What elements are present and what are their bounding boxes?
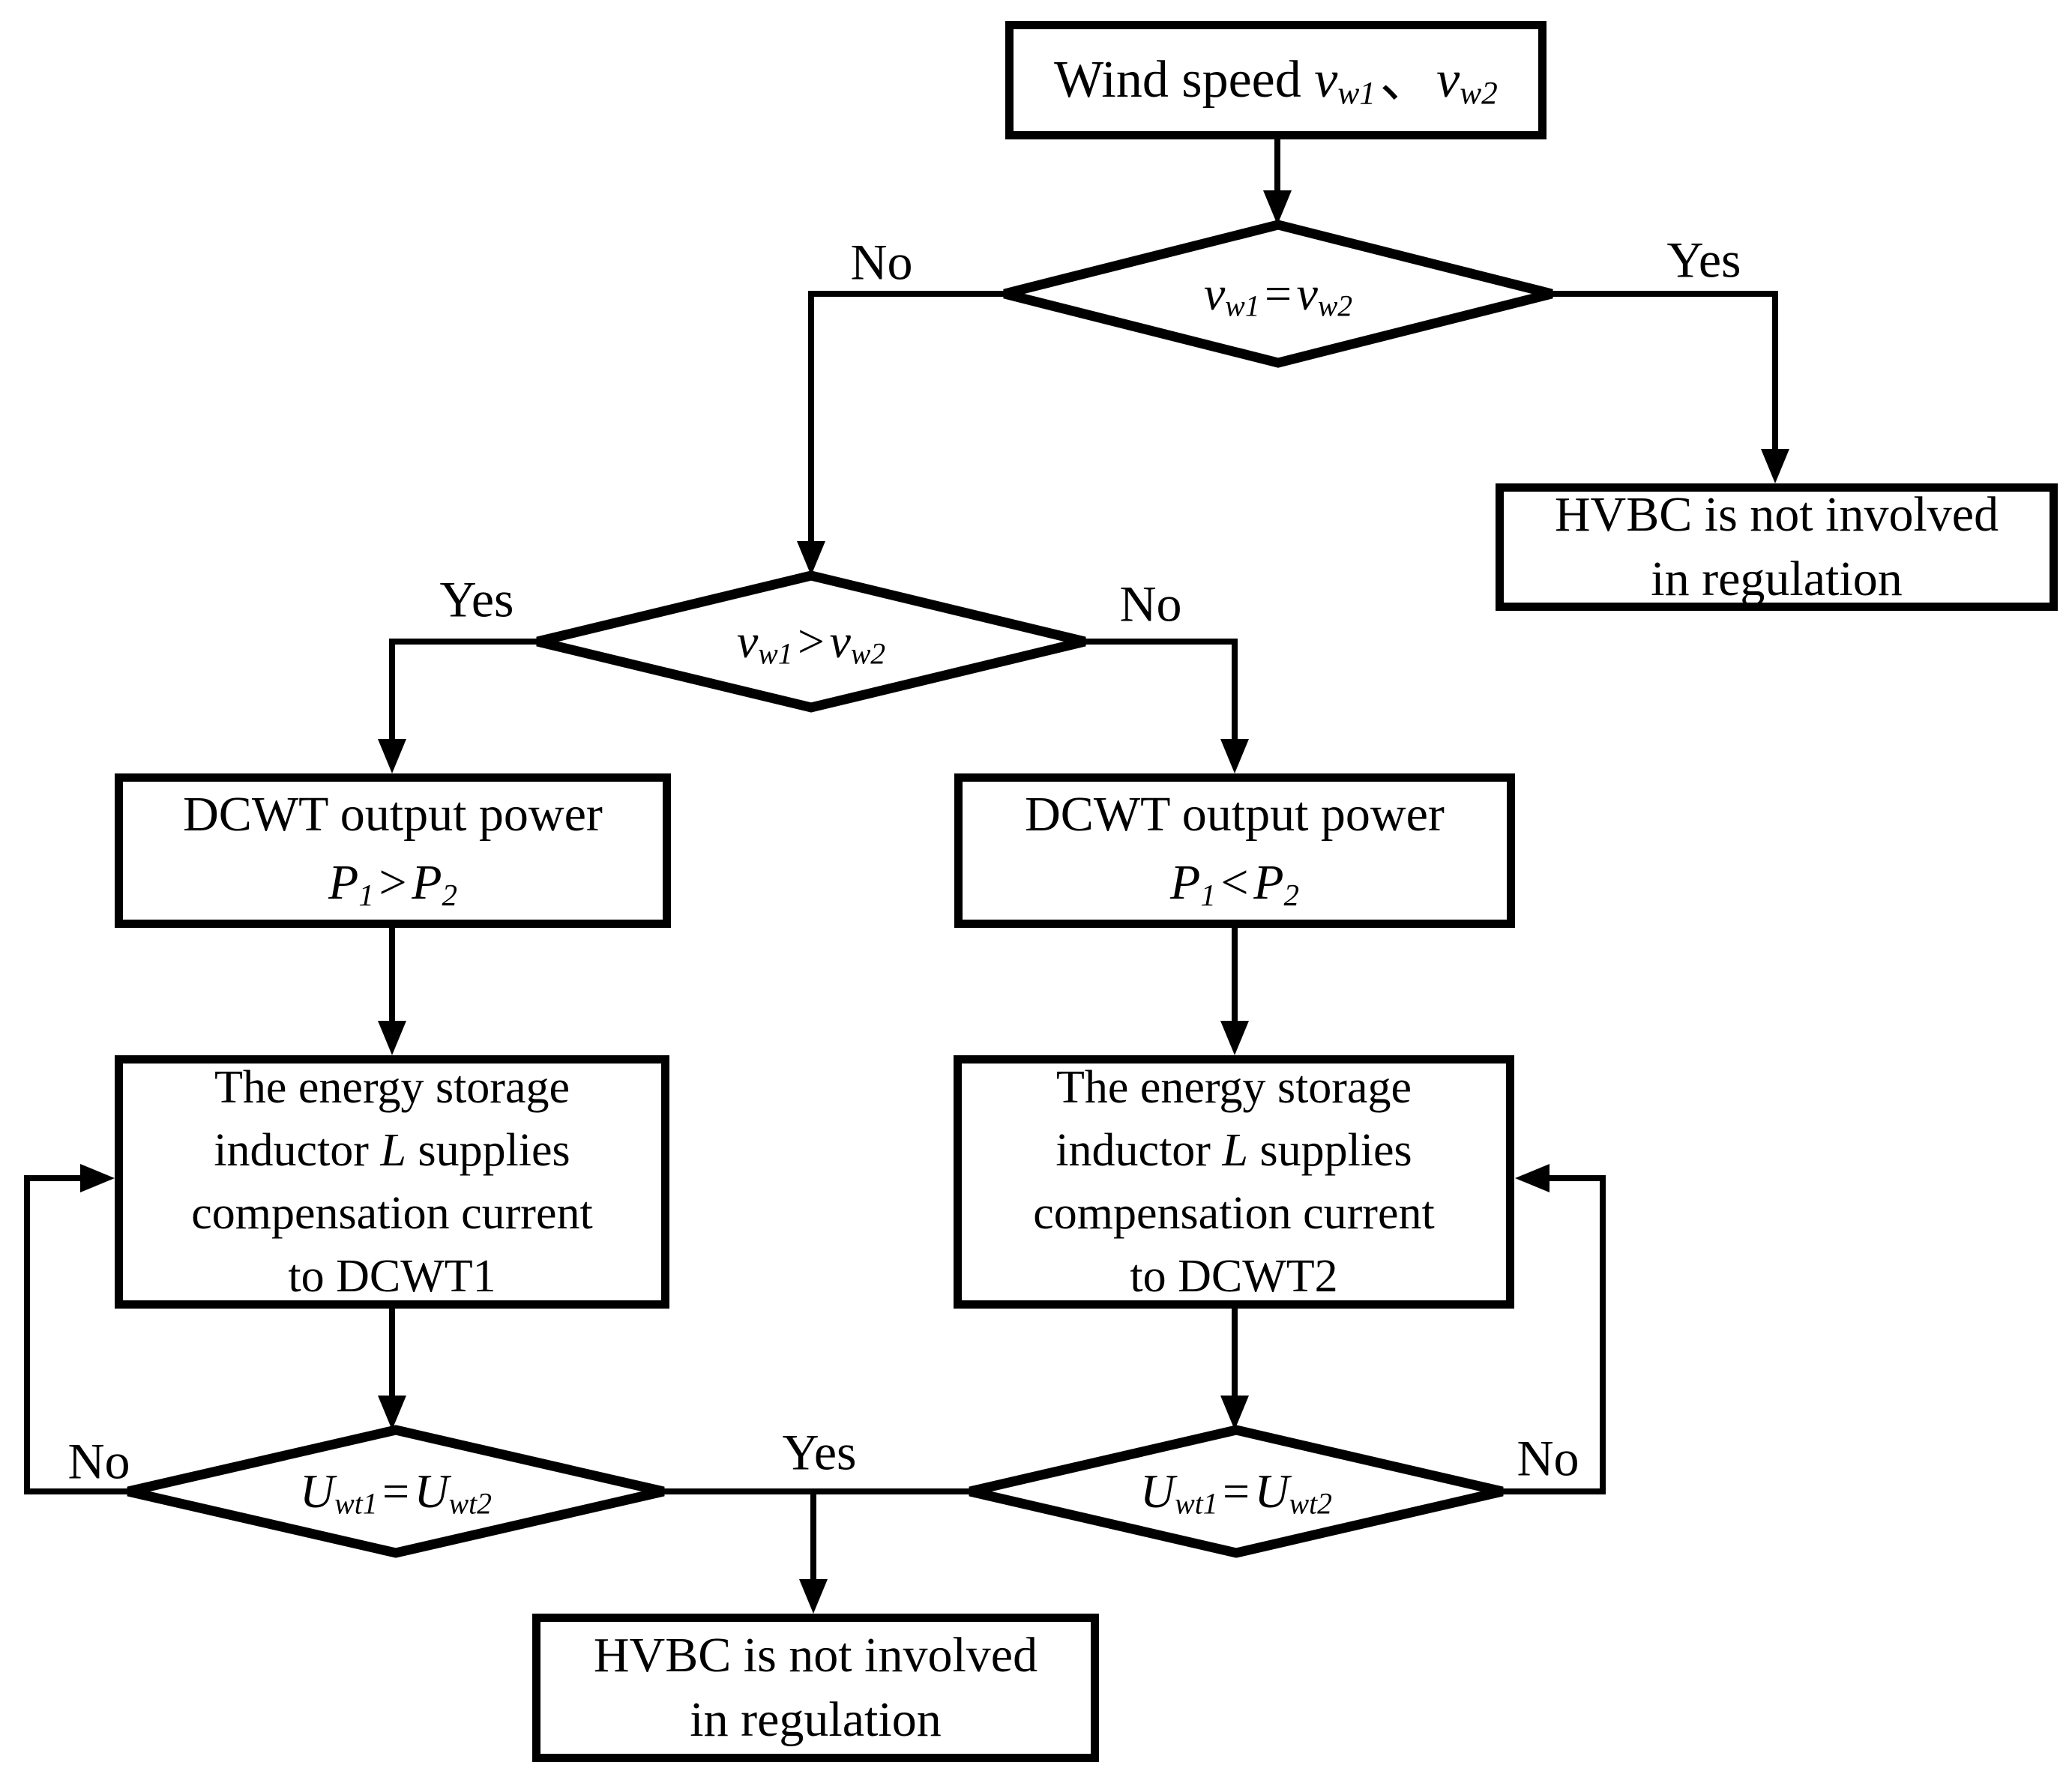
hvbc-bottom-line2: in regulation [690,1692,942,1747]
decision-u-left-label: Uwt1=Uwt2 [300,1464,492,1521]
arrowhead-down-icon [1263,190,1292,225]
branch-label-no-vw-equal: No [850,233,913,291]
decision-u-right-diamond [969,1425,1504,1558]
arrowhead-down-icon [378,1396,406,1430]
energy-left-line1: The energy storage [214,1062,570,1113]
decision-vw-equal-diamond [1003,220,1553,368]
arrowhead-left-icon [1515,1164,1550,1192]
arrowhead-down-icon [797,541,825,576]
power-left-line1: DCWT output power [183,787,603,842]
decision-vw-greater-label: vw1>vw2 [736,615,886,671]
energy-right-line4: to DCWT2 [1130,1251,1338,1302]
energy-right-line3: compensation current [1033,1188,1435,1239]
arrowhead-down-icon [1220,1021,1249,1055]
arrowhead-down-icon [378,1021,406,1055]
arrowhead-down-icon [1220,739,1249,773]
power-left-expression: P1>P2 [328,855,457,912]
start-box-text: Wind speed vw1、vw2 [1054,51,1498,112]
decision-u-right-label: Uwt1=Uwt2 [1140,1464,1332,1521]
branch-label-yes-vw-equal: Yes [1666,231,1741,289]
hvbc-bottom-line1: HVBC is not involved [593,1628,1038,1683]
start-box-wind-speed: Wind speed vw1、vw2 [1005,21,1547,139]
connector-vw-greater-yes [389,639,537,742]
energy-left-line3: compensation current [191,1188,593,1239]
connector-vw-equal-no [808,291,1005,544]
energy-right-box: The energy storage inductor L supplies c… [954,1055,1514,1309]
branch-label-yes-vw-greater: Yes [439,570,514,628]
power-left-box: DCWT output power P1>P2 [115,773,671,928]
arrowhead-down-icon [378,739,406,773]
arrowhead-down-icon [799,1579,828,1614]
energy-right-line1: The energy storage [1056,1062,1412,1113]
connector-vw-greater-no [1085,639,1238,742]
power-right-box: DCWT output power P1<P2 [954,773,1515,928]
decision-vw-equal-label: vw1=vw2 [1203,267,1353,323]
connector-u-right-no-loop [1502,1175,1606,1494]
energy-left-line2: inductor L supplies [214,1125,570,1176]
hvbc-bottom-box: HVBC is not involved in regulation [532,1614,1099,1762]
arrowhead-right-icon [80,1164,115,1192]
arrowhead-down-icon [1761,449,1789,483]
decision-u-left-diamond [127,1425,665,1558]
connector-u-left-no-loop [24,1175,128,1494]
power-right-line1: DCWT output power [1025,787,1445,842]
arrowhead-down-icon [1220,1396,1249,1430]
branch-label-no-vw-greater: No [1119,575,1182,633]
power-right-expression: P1<P2 [1170,855,1299,912]
energy-left-line4: to DCWT1 [288,1251,496,1302]
connector-vw-equal-yes [1552,291,1778,452]
branch-label-no-u-left: No [67,1432,130,1490]
energy-left-box: The energy storage inductor L supplies c… [115,1055,669,1309]
branch-label-yes-merge: Yes [782,1423,857,1481]
hvbc-right-line1: HVBC is not involved [1554,487,1999,542]
decision-vw-greater-diamond [536,570,1086,713]
energy-right-line2: inductor L supplies [1055,1125,1412,1176]
hvbc-right-box: HVBC is not involved in regulation [1496,483,2058,611]
branch-label-no-u-right: No [1517,1429,1579,1487]
hvbc-right-line2: in regulation [1651,552,1903,606]
